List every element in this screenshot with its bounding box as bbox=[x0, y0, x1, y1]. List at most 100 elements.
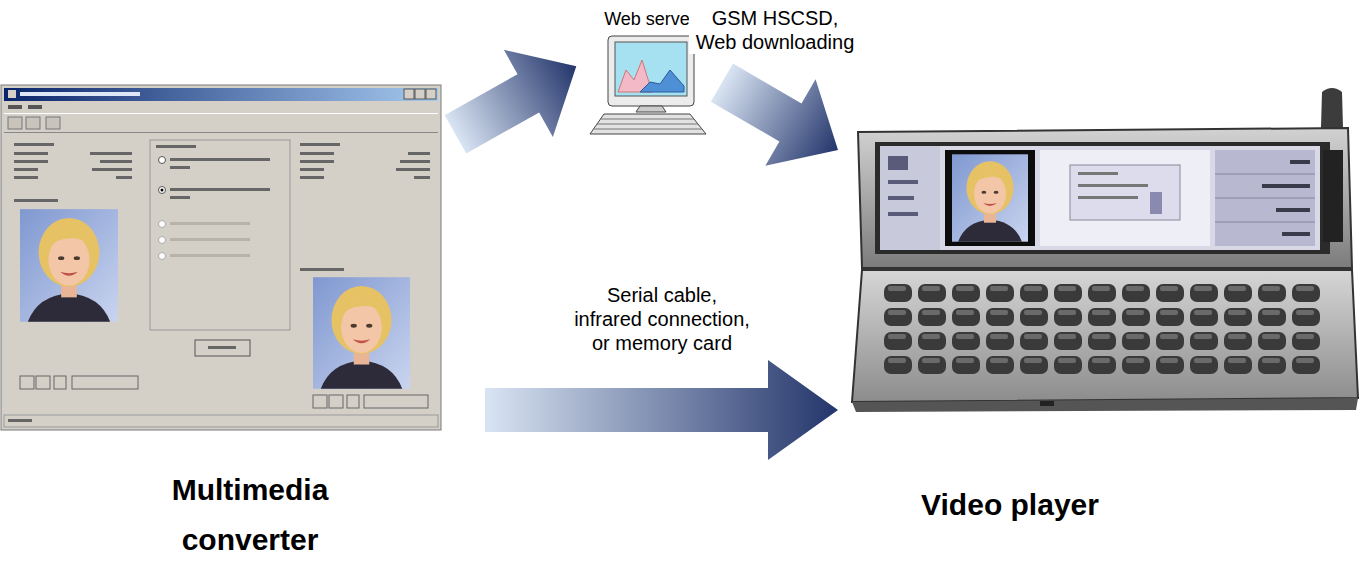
converter-screenshot-part bbox=[8, 105, 22, 109]
converter-screenshot-part-part bbox=[300, 268, 344, 271]
converter-screenshot-part-part bbox=[100, 160, 132, 163]
converter-screenshot-part bbox=[26, 117, 40, 129]
web-server-computer-part bbox=[590, 114, 706, 134]
converter-screenshot-part-part bbox=[313, 395, 327, 408]
communicator-device-part bbox=[1215, 150, 1315, 246]
communicator-device-part bbox=[1215, 174, 1315, 222]
converter-screenshot-part-part bbox=[14, 152, 48, 155]
converter-screenshot-part-part bbox=[329, 395, 343, 408]
node-label: Multimedia converter bbox=[120, 465, 380, 565]
converter-screenshot-part bbox=[156, 145, 270, 199]
converter-screenshot bbox=[1, 85, 441, 430]
converter-screenshot-part-part bbox=[72, 376, 138, 389]
converter-screenshot-part bbox=[195, 340, 250, 356]
converter-screenshot-part bbox=[300, 143, 430, 271]
converter-screenshot-part bbox=[4, 132, 438, 133]
communicator-device-part-part bbox=[888, 212, 918, 216]
communicator-device-part-part bbox=[1290, 160, 1310, 164]
converter-screenshot-part-part bbox=[414, 176, 430, 179]
converter-screenshot-part-part bbox=[300, 152, 334, 155]
converter-screenshot-part bbox=[8, 419, 32, 422]
converter-screenshot-part-part bbox=[347, 395, 359, 408]
converter-screenshot-part-part bbox=[170, 166, 190, 169]
communicator-device-part bbox=[875, 142, 1330, 254]
web-server-computer-part bbox=[636, 106, 666, 112]
converter-screenshot-part-part bbox=[156, 145, 196, 148]
communicator-device-part bbox=[945, 150, 1035, 246]
converter-screenshot-part-part bbox=[36, 376, 50, 389]
label-slot: Multimedia converter bbox=[120, 465, 380, 565]
converter-screenshot-part-part bbox=[396, 168, 430, 171]
converter-screenshot-part bbox=[46, 117, 60, 129]
converter-screenshot-part-part bbox=[14, 160, 48, 163]
converter-screenshot-part bbox=[4, 113, 438, 114]
converter-screenshot-part-part bbox=[300, 168, 324, 171]
converter-screenshot-part-part bbox=[14, 168, 38, 171]
communicator-device-part bbox=[1040, 401, 1054, 406]
converter-screenshot-part bbox=[150, 140, 290, 330]
communicator-device-part-part bbox=[1262, 184, 1310, 188]
converter-screenshot-part-part bbox=[170, 222, 250, 225]
communicator-device-part bbox=[880, 146, 940, 250]
communicator-device-part-part bbox=[1078, 172, 1118, 175]
communicator-device-part bbox=[880, 146, 1320, 250]
converter-screenshot-part-part bbox=[170, 254, 250, 257]
communicator-device-part-part bbox=[1215, 222, 1315, 223]
converter-screenshot-part bbox=[20, 209, 118, 322]
web-server-computer-part-part bbox=[600, 119, 694, 120]
communicator-device-part bbox=[882, 282, 1324, 378]
communicator-device-part bbox=[858, 128, 1352, 268]
web-server-computer-part-part bbox=[594, 129, 702, 130]
communicator-device-part-part bbox=[1282, 232, 1310, 236]
converter-screenshot-part-part bbox=[159, 187, 166, 194]
converter-screenshot-part-part bbox=[170, 196, 190, 199]
converter-screenshot-part bbox=[170, 222, 250, 257]
connection-label-slot: Serial cable, infrared connection, or me… bbox=[572, 283, 752, 355]
converter-screenshot-part-part bbox=[364, 395, 428, 408]
converter-screenshot-part bbox=[28, 105, 42, 109]
converter-screenshot-part-part bbox=[159, 237, 166, 244]
communicator-device-part-part bbox=[1276, 208, 1310, 212]
connection-label: GSM HSCSD, Web downloading bbox=[689, 6, 861, 54]
block-arrow bbox=[485, 360, 838, 460]
converter-screenshot-part-part bbox=[116, 176, 132, 179]
node-label: Video player bbox=[880, 480, 1140, 530]
block-arrow bbox=[445, 50, 577, 154]
communicator-device-part-part bbox=[888, 180, 918, 184]
converter-screenshot-part-part bbox=[14, 199, 58, 202]
converter-screenshot-part bbox=[415, 89, 425, 99]
converter-screenshot-part-part bbox=[300, 143, 340, 146]
web-server-computer-part bbox=[640, 70, 684, 92]
communicator-device-part bbox=[1150, 192, 1162, 214]
communicator-device-part bbox=[1070, 165, 1180, 220]
communicator-device-part bbox=[1040, 150, 1210, 246]
converter-screenshot-part-part bbox=[20, 376, 34, 389]
converter-screenshot-part bbox=[4, 88, 438, 101]
communicator-device-part bbox=[852, 398, 1358, 412]
communicator-device-part-part bbox=[888, 156, 908, 170]
converter-screenshot-part bbox=[404, 89, 414, 99]
communicator-device-part bbox=[1078, 172, 1148, 199]
converter-screenshot-part bbox=[8, 90, 16, 98]
communicator-device-part bbox=[952, 154, 1028, 241]
connection-label: Serial cable, infrared connection, or me… bbox=[572, 283, 752, 355]
communicator-device-part bbox=[1323, 150, 1343, 242]
converter-screenshot-part-part bbox=[14, 143, 54, 146]
communicator-device-part bbox=[852, 270, 1358, 402]
converter-screenshot-part-part bbox=[170, 158, 270, 161]
communicator-device-part-part bbox=[1215, 198, 1315, 199]
player-node: Video player bbox=[838, 88, 1358, 548]
converter-screenshot-part bbox=[159, 157, 166, 194]
converter-screenshot-part bbox=[313, 277, 410, 389]
converter-screenshot-part-part bbox=[400, 160, 430, 163]
converter-screenshot-part bbox=[1, 85, 441, 430]
converter-screenshot-part bbox=[426, 89, 436, 99]
converter-screenshot-part-part bbox=[159, 253, 166, 260]
converter-screenshot-part-part bbox=[408, 152, 430, 155]
block-arrow bbox=[711, 64, 838, 166]
converter-screenshot-part bbox=[208, 346, 236, 349]
converter-node: Multimedia converter bbox=[0, 85, 445, 565]
communicator-device-part-part bbox=[1078, 196, 1138, 199]
converter-screenshot-part bbox=[159, 221, 166, 260]
converter-screenshot-part bbox=[8, 117, 22, 129]
